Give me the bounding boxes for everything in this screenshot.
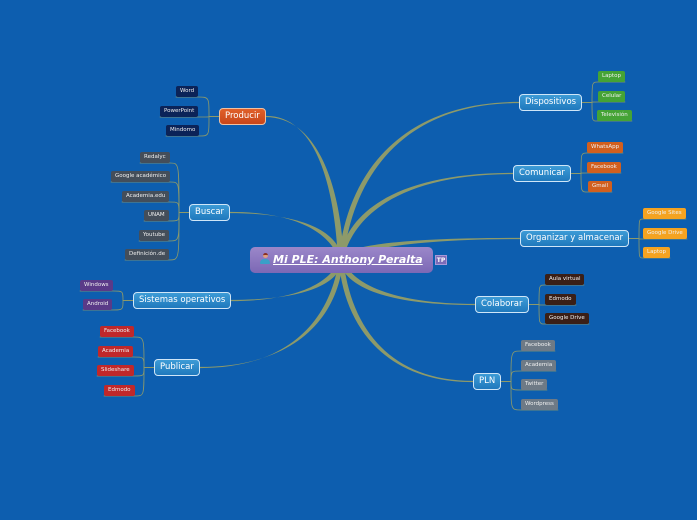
child-line-producir bbox=[175, 96, 210, 117]
leaf-redalyc[interactable]: Redalyc bbox=[140, 152, 170, 163]
tp-badge[interactable]: TP bbox=[435, 255, 447, 265]
user-avatar-icon bbox=[260, 253, 270, 264]
branch-line-publicar bbox=[200, 257, 343, 369]
central-topic-title[interactable]: Mi PLE: Anthony Peralta bbox=[273, 253, 423, 266]
child-line-sistemas bbox=[79, 290, 124, 301]
child-line-pln bbox=[510, 370, 557, 382]
child-line-buscar bbox=[121, 201, 180, 213]
leaf-google-sites[interactable]: Google Sites bbox=[643, 208, 686, 219]
leaf-gmail[interactable]: Gmail bbox=[588, 181, 613, 192]
child-line-dispositivos bbox=[591, 102, 633, 122]
topic-dispositivos[interactable]: Dispositivos bbox=[519, 94, 583, 111]
child-line-comunicar bbox=[580, 172, 622, 174]
leaf-word[interactable]: Word bbox=[176, 86, 199, 97]
child-line-comunicar bbox=[580, 152, 624, 174]
leaf-twitter[interactable]: Twitter bbox=[521, 379, 548, 390]
leaf-laptop[interactable]: Laptop bbox=[598, 71, 625, 82]
branch-line-pln bbox=[338, 257, 473, 383]
leaf-slideshare[interactable]: Slideshare bbox=[97, 365, 134, 376]
leaf-google-drive[interactable]: Google Drive bbox=[643, 228, 687, 239]
child-line-publicar bbox=[99, 336, 145, 368]
child-line-dispositivos bbox=[591, 81, 626, 103]
leaf-edmodo[interactable]: Edmodo bbox=[104, 385, 135, 396]
leaf-windows[interactable]: Windows bbox=[80, 280, 113, 291]
child-line-dispositivos bbox=[591, 101, 626, 103]
child-line-pln bbox=[510, 381, 559, 411]
branch-line-organizar bbox=[340, 237, 520, 264]
leaf-youtube[interactable]: Youtube bbox=[139, 230, 169, 241]
leaf-edmodo[interactable]: Edmodo bbox=[545, 294, 576, 305]
topic-colaborar[interactable]: Colaborar bbox=[475, 296, 529, 313]
leaf-google-drive[interactable]: Google Drive bbox=[545, 313, 589, 324]
leaf-facebook[interactable]: Facebook bbox=[521, 340, 555, 351]
child-line-pln bbox=[510, 350, 556, 382]
topic-buscar[interactable]: Buscar bbox=[189, 204, 231, 221]
leaf-definicion-de[interactable]: Definición.de bbox=[125, 249, 170, 260]
child-line-producir bbox=[165, 116, 210, 137]
child-line-sistemas bbox=[82, 300, 124, 311]
central-topic[interactable]: Mi PLE: Anthony Peralta bbox=[250, 247, 433, 273]
leaf-facebook[interactable]: Facebook bbox=[587, 162, 621, 173]
leaf-laptop[interactable]: Laptop bbox=[643, 247, 670, 258]
leaf-television[interactable]: Televisión bbox=[597, 110, 632, 121]
leaf-google-academico[interactable]: Google académico bbox=[111, 171, 171, 182]
leaf-celular[interactable]: Celular bbox=[598, 91, 626, 102]
child-line-colaborar bbox=[538, 304, 590, 325]
child-line-buscar bbox=[110, 181, 180, 213]
leaf-android[interactable]: Android bbox=[83, 299, 113, 310]
leaf-academia[interactable]: Academia bbox=[98, 346, 134, 357]
child-line-colaborar bbox=[538, 284, 585, 305]
child-line-buscar bbox=[124, 212, 180, 261]
topic-pln[interactable]: PLN bbox=[473, 373, 502, 390]
leaf-aula-virtual[interactable]: Aula virtual bbox=[545, 274, 585, 285]
leaf-facebook[interactable]: Facebook bbox=[100, 326, 134, 337]
leaf-whatsapp[interactable]: WhatsApp bbox=[587, 142, 624, 153]
leaf-mindomo[interactable]: Mindomo bbox=[166, 125, 200, 136]
child-line-organizar bbox=[638, 218, 687, 239]
leaf-unam[interactable]: UNAM bbox=[144, 210, 169, 221]
topic-comunicar[interactable]: Comunicar bbox=[513, 165, 571, 182]
topic-producir[interactable]: Producir bbox=[219, 108, 266, 125]
leaf-powerpoint[interactable]: PowerPoint bbox=[160, 106, 199, 117]
leaf-academia-edu[interactable]: Academia.edu bbox=[122, 191, 170, 202]
child-line-organizar bbox=[638, 238, 671, 259]
child-line-publicar bbox=[97, 356, 145, 368]
child-line-comunicar bbox=[580, 173, 613, 193]
leaf-wordpress[interactable]: Wordpress bbox=[521, 399, 558, 410]
leaf-academia[interactable]: Academia bbox=[521, 360, 557, 371]
topic-publicar[interactable]: Publicar bbox=[154, 359, 200, 376]
child-line-publicar bbox=[103, 367, 145, 397]
topic-organizar-almacenar[interactable]: Organizar y almacenar bbox=[520, 230, 630, 247]
topic-sistemas-operativos[interactable]: Sistemas operativos bbox=[133, 292, 232, 309]
